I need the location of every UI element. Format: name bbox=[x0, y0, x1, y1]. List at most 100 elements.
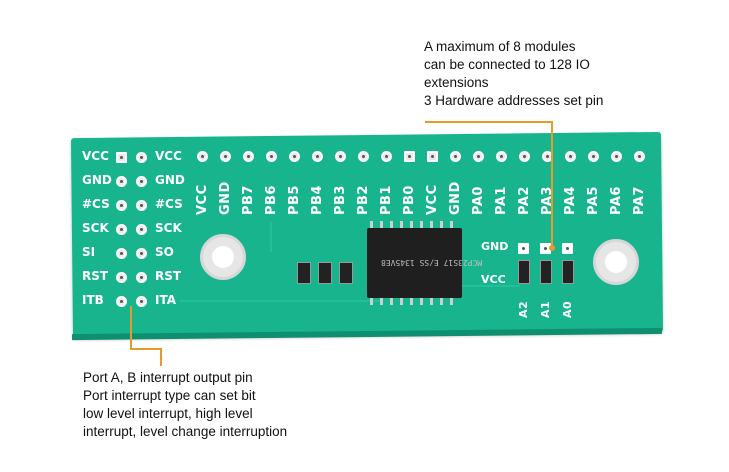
left-label-gnd: GND bbox=[82, 173, 112, 187]
right-label-gnd: GND bbox=[155, 173, 185, 187]
addr-pad bbox=[562, 243, 573, 254]
top-pin bbox=[358, 151, 369, 162]
callout-bottom-line: Port interrupt type can set bit bbox=[83, 388, 256, 403]
pin-label-pa4: PA4 bbox=[563, 186, 578, 215]
resistor bbox=[318, 262, 332, 284]
chip-leg bbox=[420, 221, 423, 228]
pin-label-pa7: PA7 bbox=[632, 186, 647, 215]
chip-leg bbox=[440, 298, 443, 305]
addr-resistor-a1 bbox=[540, 260, 552, 284]
pin-label-pa6: PA6 bbox=[609, 186, 624, 215]
pin-label-pb0: PB0 bbox=[402, 185, 417, 215]
header-pin bbox=[136, 224, 147, 235]
resistor bbox=[297, 262, 311, 284]
pin-label-vcc-b: VCC bbox=[195, 184, 210, 215]
chip-leg bbox=[390, 298, 393, 305]
addr-label-a0: A0 bbox=[561, 300, 574, 318]
header-pin bbox=[116, 248, 127, 259]
chip-leg bbox=[400, 221, 403, 228]
pcb-trace bbox=[460, 285, 520, 287]
addr-resistor-a2 bbox=[518, 260, 530, 284]
header-pin bbox=[136, 200, 147, 211]
callout-bottom-leader bbox=[160, 348, 162, 366]
header-pin bbox=[116, 200, 127, 211]
left-label-sck: SCK bbox=[82, 221, 109, 235]
callout-bottom-line: low level interrupt, high level bbox=[83, 406, 253, 421]
mounting-hole bbox=[200, 234, 246, 280]
addr-label-vcc: VCC bbox=[481, 273, 506, 286]
pin-label-pb1: PB1 bbox=[379, 185, 394, 215]
header-pin bbox=[136, 296, 147, 307]
header-pin bbox=[116, 296, 127, 307]
chip-leg bbox=[450, 221, 453, 228]
right-label-sck: SCK bbox=[155, 221, 182, 235]
callout-bottom-leader bbox=[130, 348, 162, 350]
pin-label-pb6: PB6 bbox=[264, 185, 279, 215]
top-pin bbox=[496, 151, 507, 162]
right-label-so: SO bbox=[155, 245, 174, 259]
chip-leg bbox=[400, 298, 403, 305]
top-pin bbox=[197, 151, 208, 162]
top-pin bbox=[220, 151, 231, 162]
header-pin bbox=[116, 176, 127, 187]
addr-resistor-a0 bbox=[562, 260, 574, 284]
top-pin bbox=[473, 151, 484, 162]
left-label-rst: RST bbox=[82, 269, 109, 283]
left-label-vcc: VCC bbox=[82, 149, 109, 163]
top-pin bbox=[312, 151, 323, 162]
callout-top-leader bbox=[551, 121, 553, 248]
top-pin bbox=[519, 151, 530, 162]
callout-top-line: A maximum of 8 modules bbox=[424, 39, 576, 54]
chip-leg bbox=[420, 298, 423, 305]
pin-label-pa2: PA2 bbox=[517, 186, 532, 215]
callout-bottom-line: interrupt, level change interruption bbox=[83, 424, 288, 439]
mcp23s17-chip: MCP23S17 E/SS 1345VE8 bbox=[367, 228, 482, 298]
top-pin bbox=[427, 151, 438, 162]
top-pin bbox=[565, 151, 576, 162]
right-label-rst: RST bbox=[155, 269, 182, 283]
pin-label-pa0: PA0 bbox=[471, 186, 486, 215]
callout-bottom: Port A, B interrupt output pin Port inte… bbox=[83, 369, 287, 441]
pin-label-vcc-a: VCC bbox=[425, 184, 440, 215]
chip-leg bbox=[450, 298, 453, 305]
resistor bbox=[339, 262, 353, 284]
addr-label-a1: A1 bbox=[539, 300, 552, 318]
chip-leg bbox=[430, 298, 433, 305]
header-pin bbox=[116, 224, 127, 235]
top-pin bbox=[335, 151, 346, 162]
pin-label-pb5: PB5 bbox=[287, 185, 302, 215]
left-label-itb: ITB bbox=[82, 293, 104, 307]
top-pin bbox=[243, 151, 254, 162]
pcb-trace bbox=[180, 300, 380, 302]
pin-label-pa1: PA1 bbox=[494, 186, 509, 215]
pin-label-gnd-b: GND bbox=[218, 181, 233, 215]
left-label-cs: #CS bbox=[82, 197, 110, 211]
pin-label-pb4: PB4 bbox=[310, 185, 325, 215]
header-pin bbox=[136, 152, 147, 163]
right-label-ita: ITA bbox=[155, 293, 177, 307]
callout-top-line: extensions bbox=[424, 75, 489, 90]
header-pin bbox=[116, 272, 127, 283]
addr-label-gnd: GND bbox=[481, 240, 509, 253]
pcb-trace bbox=[270, 222, 272, 252]
top-pin bbox=[381, 151, 392, 162]
chip-marking: MCP23S17 E/SS 1345VE8 bbox=[381, 258, 483, 267]
chip-leg bbox=[430, 221, 433, 228]
left-label-si: SI bbox=[82, 245, 96, 259]
chip-leg bbox=[390, 221, 393, 228]
addr-pad bbox=[518, 243, 529, 254]
top-pin bbox=[266, 151, 277, 162]
top-pin bbox=[289, 151, 300, 162]
header-pin bbox=[136, 272, 147, 283]
mounting-hole bbox=[593, 239, 639, 285]
top-pin bbox=[450, 151, 461, 162]
pin-label-pb7: PB7 bbox=[241, 185, 256, 215]
callout-top-leader bbox=[425, 121, 553, 123]
chip-leg bbox=[380, 221, 383, 228]
chip-leg bbox=[380, 298, 383, 305]
pin-label-pb3: PB3 bbox=[333, 185, 348, 215]
top-pin bbox=[634, 151, 645, 162]
addr-label-a2: A2 bbox=[517, 300, 530, 318]
chip-leg bbox=[410, 298, 413, 305]
callout-bottom-line: Port A, B interrupt output pin bbox=[83, 370, 253, 385]
